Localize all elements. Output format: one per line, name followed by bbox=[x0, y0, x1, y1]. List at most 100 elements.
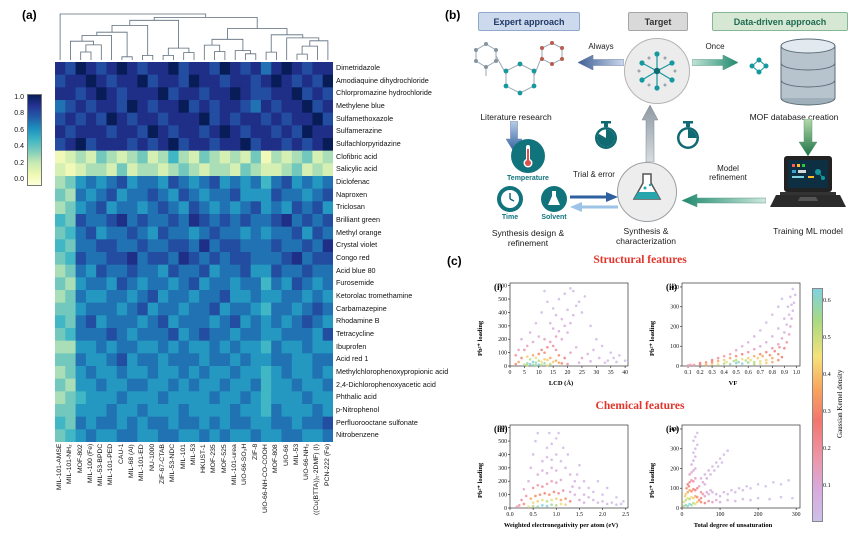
heatmap-col-label: MIL-53 bbox=[189, 444, 197, 466]
reaction-flask-icon bbox=[632, 173, 662, 200]
heatmap-row-label: Ibuprofen bbox=[336, 341, 367, 351]
heatmap-colorbar-ticks: 1.0 0.8 0.6 0.4 0.2 0.0 bbox=[0, 94, 25, 184]
heatmap-row-label: 2,4-Dichlorophenoxyacetic acid bbox=[336, 379, 436, 389]
heatmap-row-label: Triclosan bbox=[336, 202, 365, 212]
heatmap-col-label: PCN-222 (Fe) bbox=[323, 444, 331, 487]
heatmap-row-label: Acid blue 80 bbox=[336, 265, 376, 275]
scatter-plot-ii: (ii) Pb²⁺ loading VF bbox=[640, 272, 808, 400]
heatmap-row-label: Sulfachlorpyridazine bbox=[336, 139, 401, 148]
heatmap-row-label: Naproxen bbox=[336, 189, 368, 199]
colorbar-tick-label: 1.0 bbox=[14, 94, 24, 101]
synthesis-up-arrow bbox=[642, 105, 658, 162]
once-arrow-label: Once bbox=[705, 42, 725, 51]
heatmap-col-label: MOF-802 bbox=[76, 444, 84, 473]
trial-error-arrows bbox=[570, 192, 618, 212]
temperature-label: Temperature bbox=[507, 175, 549, 182]
heatmap-row-label: Tetracycline bbox=[336, 329, 374, 338]
synthesis-circle bbox=[617, 162, 677, 222]
heatmap-col-label: UiO-66-NH-CO-COOH bbox=[261, 444, 269, 513]
heatmap-col-label: NU-1000 bbox=[148, 444, 156, 472]
data-down-arrow bbox=[799, 119, 817, 156]
density-colorbar-tick-label: 0.6 bbox=[823, 297, 831, 305]
flask-icon bbox=[548, 191, 560, 205]
heatmap-col-label: ((Cu(BTTA))₂·2DMF) (I) bbox=[313, 444, 321, 515]
density-colorbar-tick-label: 0.3 bbox=[823, 408, 831, 416]
heatmap-col-label: MIL-53 bbox=[292, 444, 300, 466]
heatmap-col-label: UiO-66-NH₂ bbox=[303, 444, 311, 481]
scatter-plot-i: (i) Pb²⁺ loading LCD (Å) bbox=[468, 272, 636, 400]
heatmap-row-label: Carbamazepine bbox=[336, 303, 387, 313]
density-colorbar-tick-label: 0.1 bbox=[823, 482, 831, 490]
heatmap-row-label: Acid red 1 bbox=[336, 354, 369, 364]
heatmap-col-label: MIL-101 bbox=[179, 444, 187, 469]
heatmap-col-label: UiO-66 bbox=[282, 444, 290, 466]
time-label: Time bbox=[501, 214, 519, 221]
heatmap-col-label: ZIF-67-CTAB bbox=[158, 444, 166, 484]
panel-a-label: (a) bbox=[22, 8, 37, 22]
scatter-canvas-i bbox=[490, 280, 632, 378]
colorbar-tick-label: 0.2 bbox=[14, 159, 24, 167]
heatmap-row-label: Diclofenac bbox=[336, 177, 370, 186]
heatmap-row-label: Sulfamethoxazole bbox=[336, 113, 394, 123]
heatmap-col-label: MIL-101-ED bbox=[138, 444, 146, 481]
heatmap-col-label: MIL-68 (Al) bbox=[128, 444, 136, 478]
x-axis-label: Weighted electronegativity per atom (eV) bbox=[503, 522, 619, 529]
heatmap-row-label: Clofibric acid bbox=[336, 151, 378, 161]
always-arrow bbox=[578, 55, 624, 70]
heatmap-row-label: Methyl orange bbox=[336, 227, 382, 237]
chemical-features-title: Chemical features bbox=[595, 400, 685, 412]
heatmap-col-label: CAU-1 bbox=[117, 444, 125, 465]
training-ml-label: Training ML model bbox=[773, 226, 843, 236]
database-icon bbox=[749, 38, 836, 106]
density-colorbar-tick-label: 0.2 bbox=[823, 445, 831, 453]
heatmap-row-label: Salicylic acid bbox=[336, 164, 378, 174]
colorbar-tick-label: 0.8 bbox=[14, 110, 24, 118]
x-axis-label: LCD (Å) bbox=[548, 380, 574, 387]
heatmap-row-label: Nitrobenzene bbox=[336, 430, 379, 440]
trial-error-label: Trial & error bbox=[573, 170, 615, 179]
model-refinement-label: Model refinement bbox=[709, 164, 747, 182]
subplot-tag: (iii) bbox=[494, 424, 508, 434]
thermometer-icon bbox=[523, 145, 533, 168]
heatmap bbox=[55, 62, 333, 442]
heatmap-row-label: Rhodamine B bbox=[336, 316, 380, 326]
scatter-canvas-ii bbox=[662, 280, 804, 378]
temperature-circle bbox=[511, 139, 545, 173]
synthesis-characterization-label: Synthesis & characterization bbox=[615, 226, 676, 247]
structural-features-title: Structural features bbox=[593, 254, 687, 266]
heatmap-row-label: Dimetridazole bbox=[336, 63, 380, 72]
mof-database-label: MOF database creation bbox=[749, 112, 839, 122]
colorbar-tick-label: 0.6 bbox=[14, 126, 24, 134]
heatmap-row-label: Phthalic acid bbox=[336, 392, 377, 402]
literature-research-label: Literature research bbox=[480, 112, 552, 122]
solvent-label: Solvent bbox=[541, 214, 567, 221]
scatter-canvas-iv bbox=[662, 422, 804, 520]
scatter-canvas-iii bbox=[490, 422, 632, 520]
heatmap-row-label: Ketorolac tromethamine bbox=[336, 291, 413, 300]
data-driven-header: Data-driven approach bbox=[712, 12, 848, 31]
heatmap-row-label: p-Nitrophenol bbox=[336, 405, 380, 414]
heatmap-col-label: ZIF-8 bbox=[251, 444, 259, 461]
always-arrow-label: Always bbox=[588, 42, 614, 51]
heatmap-row-label: Methylchlorophenoxypropionic acid bbox=[336, 367, 449, 376]
panel-b-label: (b) bbox=[445, 8, 461, 22]
heatmap-row-label: Brilliant green bbox=[336, 215, 380, 224]
colorbar-tick-label: 0.4 bbox=[14, 143, 24, 151]
heatmap-row-label: Chlorpromazine hydrochloride bbox=[336, 88, 432, 98]
heatmap-col-label: MIL-100 (Fe) bbox=[86, 444, 94, 484]
heatmap-row-label: Sulfamerazine bbox=[336, 126, 382, 136]
target-molecule-icon bbox=[637, 51, 677, 91]
subplot-tag: (iv) bbox=[666, 424, 679, 434]
colorbar-tick-label: 0.0 bbox=[14, 176, 24, 183]
heatmap-col-label: HKUST-1 bbox=[200, 444, 208, 473]
timer-icon bbox=[677, 121, 699, 149]
heatmap-col-label: MIL-53-NDC bbox=[169, 444, 177, 483]
panel-c-label: (c) bbox=[447, 254, 462, 268]
heatmap-row-label: Perfluorooctane sulfonate bbox=[336, 417, 418, 427]
solvent-circle bbox=[541, 186, 567, 212]
laptop-icon bbox=[770, 156, 846, 207]
clock-icon bbox=[501, 190, 519, 208]
y-axis-label: Pb²⁺ loading bbox=[477, 462, 484, 498]
y-axis-label: Pb²⁺ loading bbox=[649, 320, 656, 356]
